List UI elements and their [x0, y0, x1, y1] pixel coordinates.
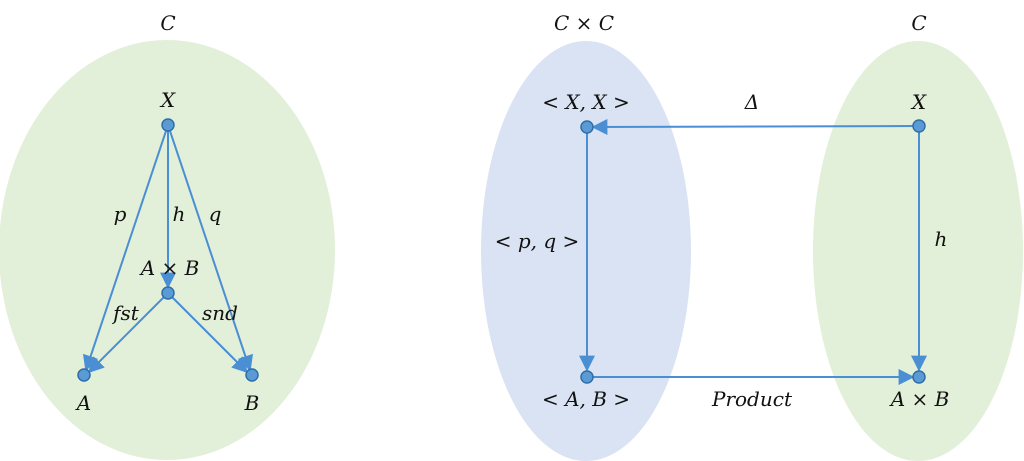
- object-label-product-right: A × B: [889, 387, 950, 411]
- object-label-pair-xx: < X, X >: [542, 90, 629, 114]
- node-product-right: [912, 370, 926, 384]
- node-x-left: [161, 118, 175, 132]
- node-product-left: [161, 286, 175, 300]
- node-a: [77, 368, 91, 382]
- morphism-label-pair-pq: < p, q >: [495, 229, 580, 253]
- node-pair-ab: [580, 370, 594, 384]
- morphism-label-h-right: h: [935, 227, 948, 251]
- morphism-label-h-left: h: [173, 202, 186, 226]
- morphism-label-p: p: [114, 202, 127, 226]
- category-c-label-right: C: [911, 11, 926, 35]
- object-label-x-left: X: [159, 88, 176, 112]
- object-label-x-right: X: [910, 90, 927, 114]
- category-c-label-left: C: [160, 11, 175, 35]
- arrow-delta: [591, 118, 920, 135]
- object-label-b: B: [244, 391, 260, 415]
- arrow-q: [167, 124, 254, 372]
- node-x-right: [912, 119, 926, 133]
- node-pair-xx: [580, 120, 594, 134]
- morphism-label-fst: fst: [111, 301, 140, 325]
- arrow-p: [82, 124, 169, 372]
- category-cxc-label: C × C: [554, 11, 614, 35]
- arrow-snd: [167, 292, 249, 374]
- arrow-fst: [87, 292, 169, 374]
- morphism-label-product-functor: Product: [711, 387, 793, 411]
- object-label-a: A: [75, 391, 91, 415]
- object-label-pair-ab: < A, B >: [542, 387, 630, 411]
- object-label-product-left: A × B: [139, 256, 200, 280]
- morphism-label-delta: Δ: [744, 90, 759, 114]
- morphism-label-q: q: [209, 202, 222, 226]
- node-b: [245, 368, 259, 382]
- morphism-label-snd: snd: [202, 301, 238, 325]
